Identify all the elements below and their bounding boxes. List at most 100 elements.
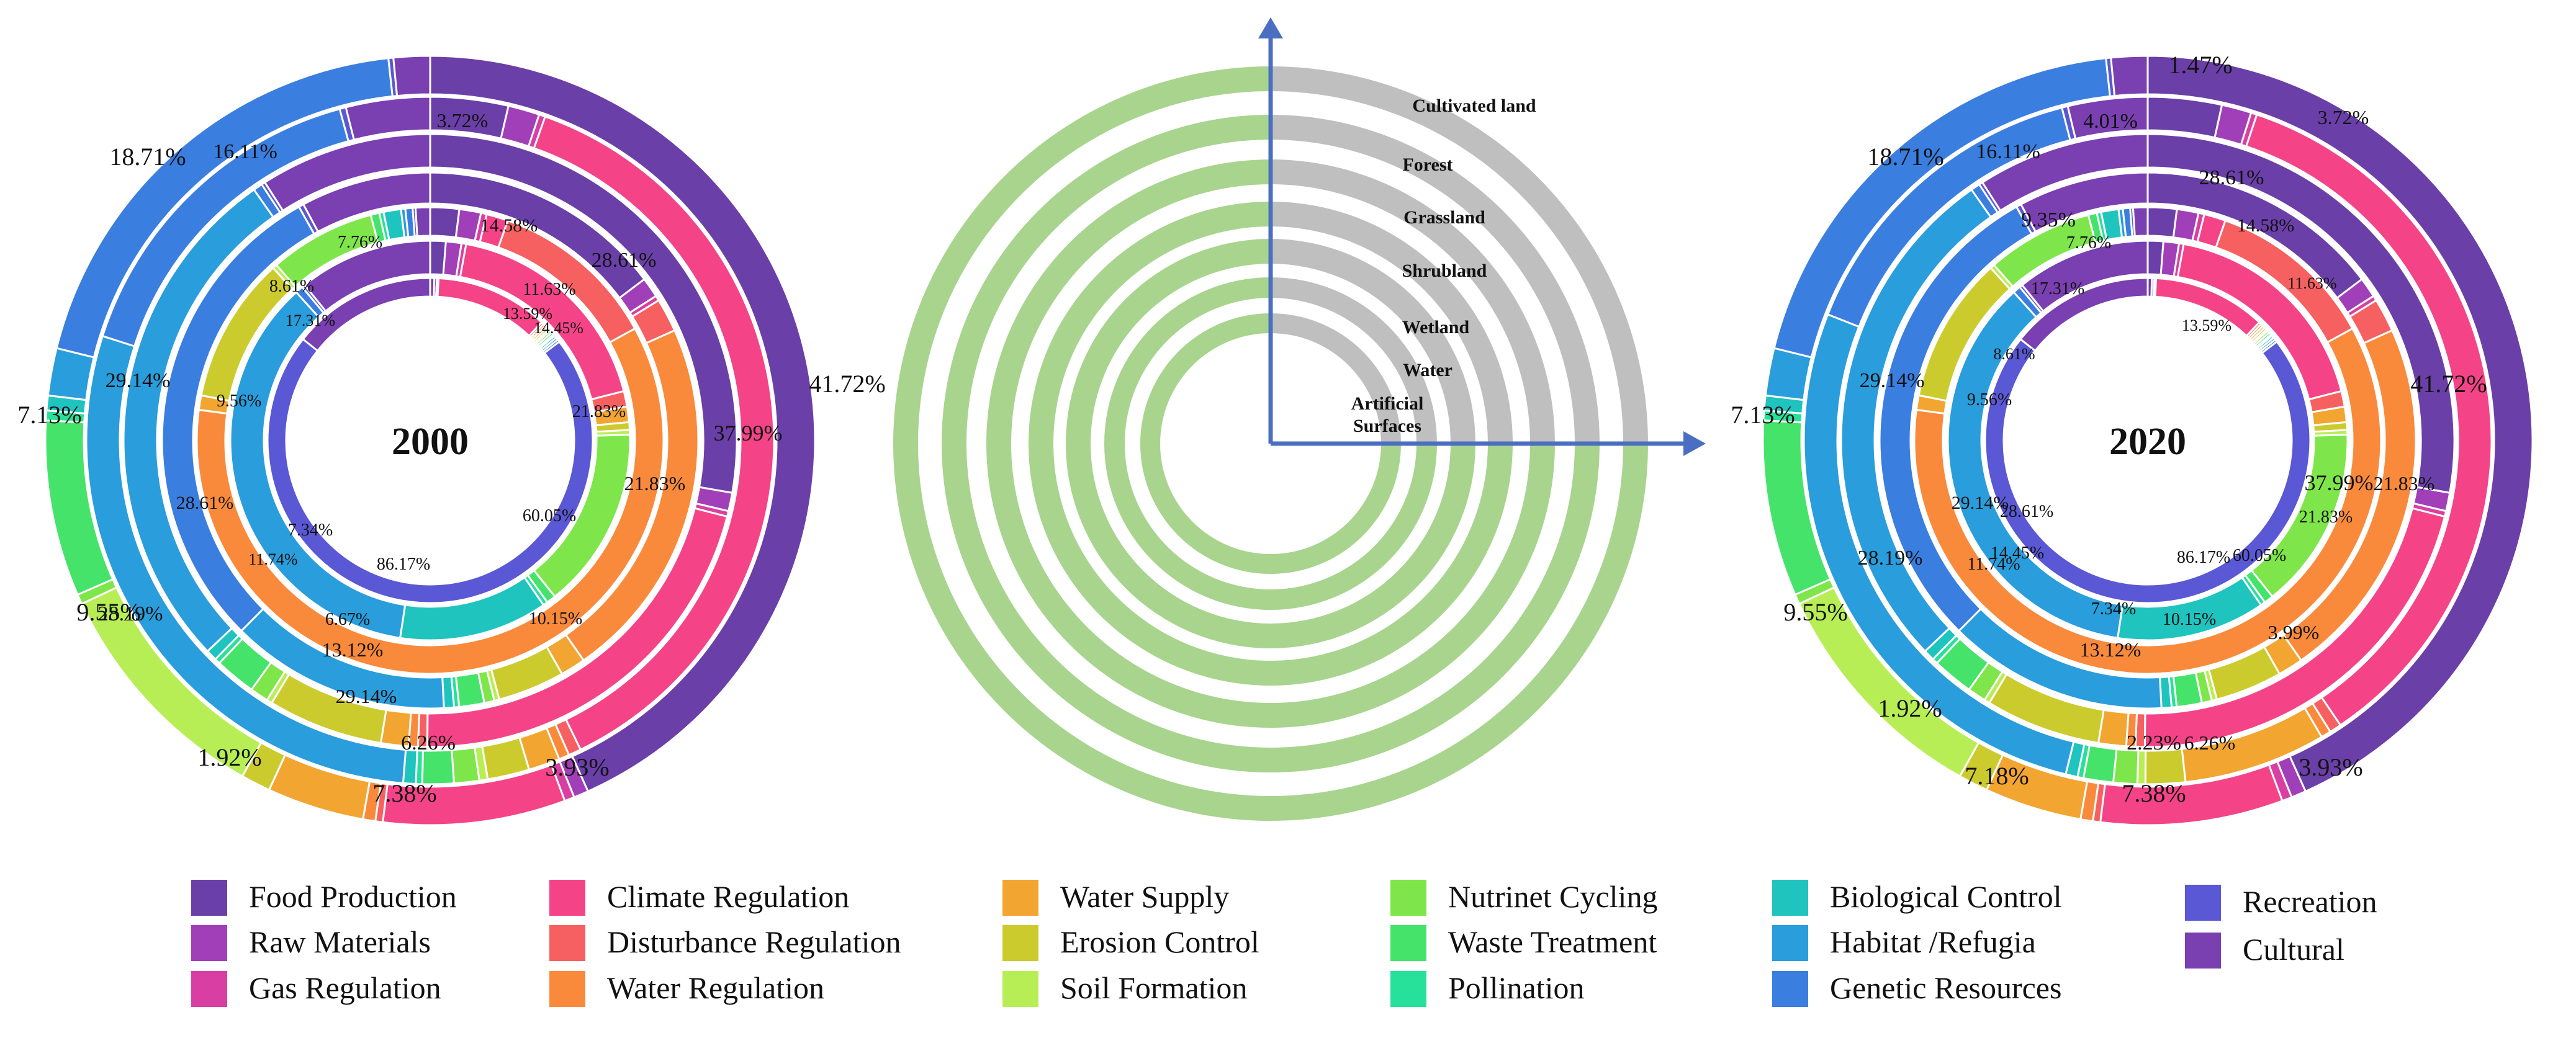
key-ring-gray xyxy=(1271,66,1648,444)
key-ring-label: Forest xyxy=(1402,154,1452,175)
ring-segment xyxy=(392,55,431,97)
legend-swatch xyxy=(1390,925,1426,961)
axis-arrow-icon xyxy=(1683,431,1706,456)
data-label: 13.12% xyxy=(2080,638,2141,661)
ring-segment xyxy=(2019,277,2149,352)
data-label: 41.72% xyxy=(809,370,885,398)
ring-segment xyxy=(345,96,431,141)
data-label: 11.63% xyxy=(2287,274,2336,292)
data-label: 13.59% xyxy=(503,305,552,323)
key-ring-label: Water xyxy=(1403,360,1452,380)
ring-segment xyxy=(2066,96,2149,140)
data-label: 28.61% xyxy=(2000,502,2053,521)
data-label: 14.58% xyxy=(480,215,538,236)
data-label: 28.19% xyxy=(1858,547,1923,570)
legend-item: Raw Materials xyxy=(191,924,431,961)
ring-water xyxy=(229,239,631,642)
legend-item: Habitat /Refugia xyxy=(1772,924,2036,961)
legend-swatch xyxy=(2185,885,2221,921)
legend-label: Soil Formation xyxy=(1060,970,1247,1005)
axis-arrow-icon xyxy=(1258,17,1283,38)
ring-cultivated-land xyxy=(44,55,816,826)
ring-grassland xyxy=(122,133,738,748)
legend-swatch xyxy=(1390,971,1426,1007)
data-label: 7.38% xyxy=(372,779,436,807)
ring-segment xyxy=(429,206,461,239)
ring-water xyxy=(1947,239,2349,642)
ring-segment xyxy=(1981,133,2149,212)
legend-swatch xyxy=(1002,925,1038,961)
ring-grassland xyxy=(1840,133,2456,748)
ring-artificial-surfaces xyxy=(266,277,594,604)
data-label: 7.34% xyxy=(288,521,333,540)
data-label: 10.15% xyxy=(2163,610,2216,629)
legend-item: Disturbance Regulation xyxy=(549,924,901,961)
ring-segment xyxy=(2146,206,2178,239)
data-label: 3.99% xyxy=(2268,621,2320,643)
ring-segment xyxy=(2172,671,2204,709)
legend-label: Climate Regulation xyxy=(607,879,849,914)
key-ring-gray xyxy=(1271,115,1600,444)
legend-label: Waste Treatment xyxy=(1448,924,1657,959)
ring-segment xyxy=(2020,239,2149,313)
legend-swatch xyxy=(549,971,585,1007)
key-ring-label: Grassland xyxy=(1403,207,1485,228)
legend-item: Cultural xyxy=(2185,932,2344,969)
data-label: 28.19% xyxy=(98,602,163,625)
data-label: 86.17% xyxy=(377,555,430,574)
data-label: 28.61% xyxy=(592,249,657,272)
data-label: 14.58% xyxy=(2237,215,2295,236)
data-label: 9.56% xyxy=(1967,390,2012,409)
legend-item: Soil Formation xyxy=(1002,970,1247,1007)
legend-item: Nutrinet Cycling xyxy=(1390,879,1657,916)
data-label: 17.31% xyxy=(2031,279,2084,298)
ring-segment xyxy=(263,133,431,212)
legend-item: Food Production xyxy=(191,879,457,916)
data-label: 28.61% xyxy=(176,493,234,513)
ring-segment xyxy=(2019,171,2149,233)
ring-segment xyxy=(2146,55,2534,793)
data-label: 21.83% xyxy=(572,402,626,421)
legend-item: Erosion Control xyxy=(1002,924,1259,961)
data-label: 7.13% xyxy=(1731,401,1795,429)
data-label: 7.18% xyxy=(1965,762,2029,790)
ring-shrubland xyxy=(161,171,700,710)
ring-forest xyxy=(1803,96,2493,785)
ring-segment xyxy=(414,206,431,238)
key-ring-label: Shrubland xyxy=(1402,261,1487,281)
legend-item: Recreation xyxy=(2185,884,2377,921)
legend-label: Biological Control xyxy=(1830,879,2062,914)
data-label: 8.61% xyxy=(269,277,314,296)
data-label: 11.74% xyxy=(248,550,297,568)
legend-label: Food Production xyxy=(249,879,457,914)
legend-swatch xyxy=(2185,933,2221,969)
legend-swatch xyxy=(1390,880,1426,916)
legend-item: Gas Regulation xyxy=(191,970,441,1007)
data-label: 1.47% xyxy=(2168,51,2232,79)
legend-label: Nutrinet Cycling xyxy=(1448,879,1657,914)
data-label: 29.14% xyxy=(1860,369,1925,392)
legend-swatch xyxy=(1772,971,1808,1007)
data-label: 2.23% xyxy=(2127,732,2181,754)
ring-segment xyxy=(303,239,431,313)
ring-artificial-surfaces xyxy=(1984,277,2312,604)
data-label: 6.26% xyxy=(2184,732,2236,754)
ring-segment xyxy=(1984,338,2312,604)
data-label: 7.34% xyxy=(2091,599,2136,619)
year-label: 2000 xyxy=(392,421,469,463)
data-label: 7.76% xyxy=(2066,233,2111,253)
data-label: 17.31% xyxy=(286,311,335,329)
ring-segment xyxy=(266,338,594,604)
legend-swatch xyxy=(191,971,227,1007)
legend-swatch xyxy=(1002,880,1038,916)
data-label: 14.45% xyxy=(1991,544,2044,563)
data-label: 3.72% xyxy=(437,109,489,132)
year-label: 2020 xyxy=(2109,421,2186,463)
ring-segment xyxy=(1913,327,2382,675)
ring-chart-2020: 20201.47%41.72%37.99%28.61%3.72%4.01%18.… xyxy=(1731,51,2534,826)
data-label: 9.35% xyxy=(2021,208,2076,231)
key-ring-gray xyxy=(1271,202,1513,444)
data-label: 13.12% xyxy=(322,638,384,661)
